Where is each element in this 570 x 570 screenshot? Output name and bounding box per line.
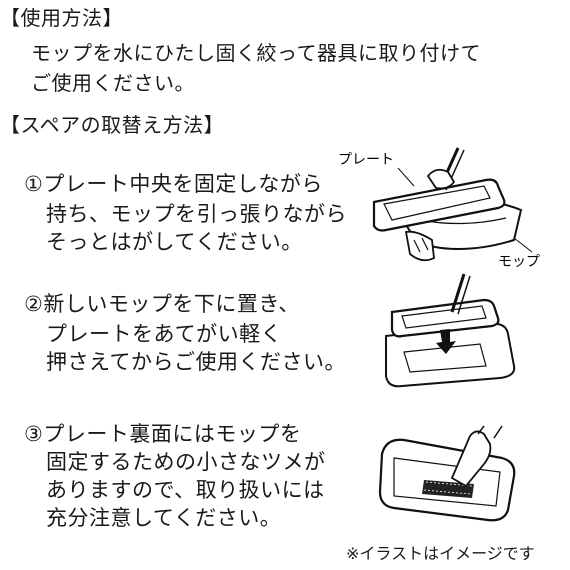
plate-hooks-illustration <box>374 424 524 524</box>
step-2-line-1: ②新しいモップを下に置き、 <box>24 292 300 316</box>
plate-label: プレート <box>338 152 394 168</box>
step-3-line-2: 固定するための小さなツメが <box>46 450 326 474</box>
step-2-line-2: プレートをあてがい軽く <box>46 322 283 346</box>
step-3-line-1: ③プレート裏面にはモップを <box>24 422 302 446</box>
step-1-line-2: 持ち、モップを引っ張りながら <box>46 202 347 226</box>
step-1-line-3: そっとはがしてください。 <box>46 230 303 254</box>
illustration-footnote: ※イラストはイメージです <box>346 544 535 563</box>
usage-line-2: ご使用ください。 <box>31 71 195 95</box>
usage-line-1: モップを水にひたし固く絞って器具に取り付けて <box>31 41 481 65</box>
spare-heading: 【スペアの取替え方法】 <box>0 113 225 137</box>
usage-heading: 【使用方法】 <box>0 6 123 30</box>
mop-label: モップ <box>498 254 540 270</box>
step-3-line-4: 充分注意してください。 <box>46 506 282 530</box>
step-1-line-1: ①プレート中央を固定しながら <box>24 172 323 196</box>
step-2-line-3: 押さえてからご使用ください。 <box>46 350 346 374</box>
step-3-line-3: ありますので、取り扱いには <box>46 478 325 502</box>
plate-removal-illustration: プレート モップ <box>336 140 552 270</box>
plate-press-illustration <box>380 272 520 390</box>
